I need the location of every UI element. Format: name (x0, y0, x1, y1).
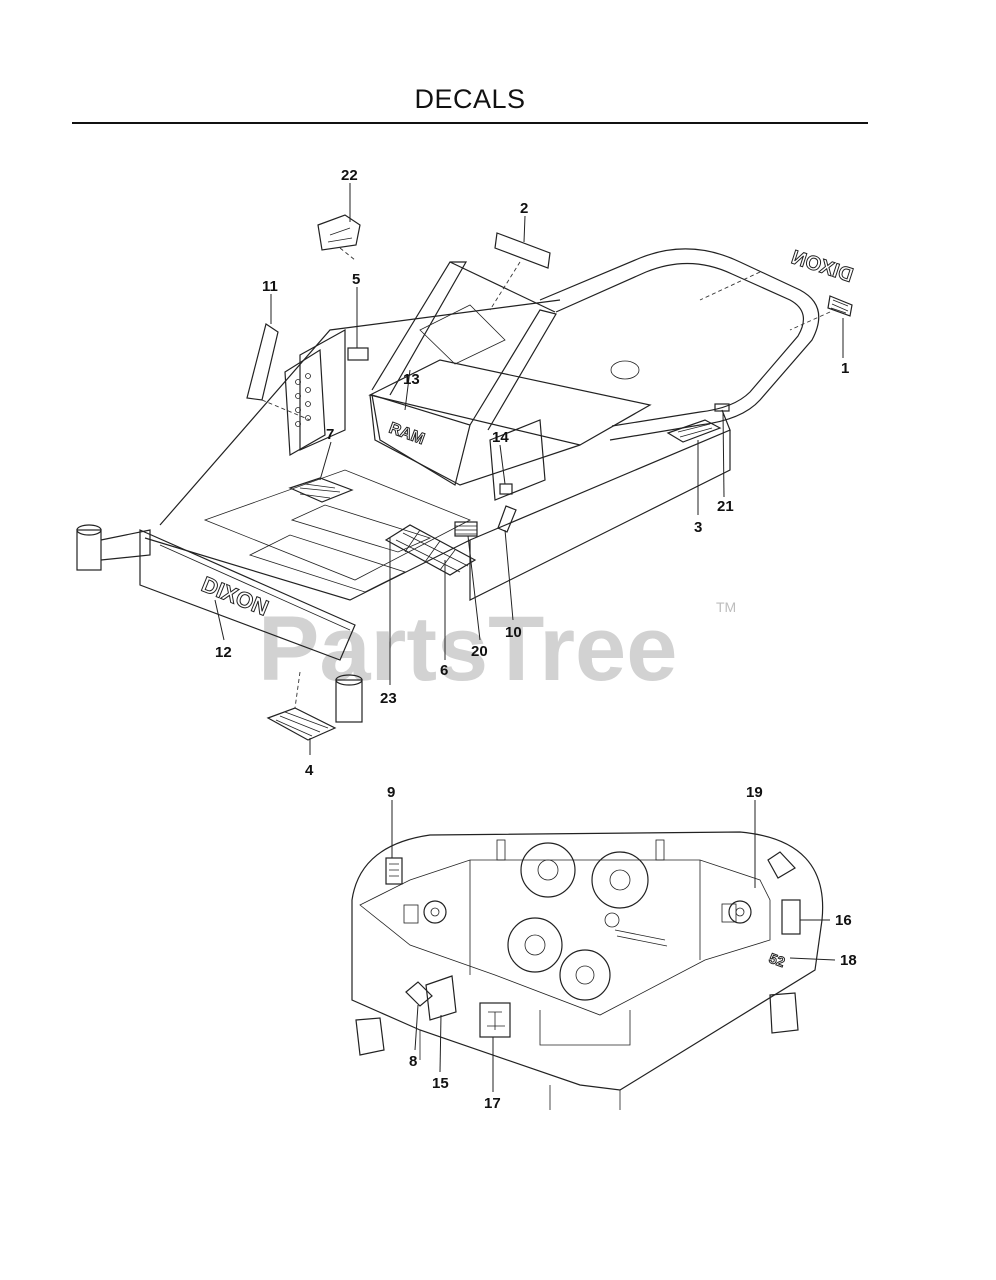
callout-3: 3 (694, 519, 702, 536)
decal-3-shape (666, 419, 722, 443)
callout-21: 21 (717, 498, 734, 515)
decal-21-shape (714, 403, 730, 412)
callout-11: 11 (262, 278, 278, 295)
decal-5-shape (347, 347, 369, 361)
callout-18: 18 (840, 952, 857, 969)
leader-lines (214, 183, 844, 1092)
decal-8-shape (405, 981, 433, 1007)
watermark-text: PartsTree (258, 598, 677, 700)
decal-11-shape (246, 323, 279, 401)
callout-20: 20 (471, 643, 488, 660)
callout-6: 6 (440, 662, 448, 679)
fender-holes (295, 373, 311, 427)
mower-deck (351, 831, 824, 1110)
callout-numbers: 1 2 3 4 5 6 7 8 9 10 11 12 13 14 15 16 1… (215, 167, 857, 1112)
decal-2-shape (494, 232, 551, 269)
callout-17: 17 (484, 1095, 501, 1112)
callout-8: 8 (409, 1053, 417, 1070)
decal-1-shape (827, 295, 853, 317)
decal-6-shape (384, 524, 477, 576)
callout-14: 14 (492, 429, 509, 446)
callout-1: 1 (841, 360, 849, 377)
callout-22: 22 (341, 167, 358, 184)
decal-10-shape (497, 505, 517, 533)
callout-4: 4 (305, 762, 314, 779)
decal-20-shape (454, 521, 478, 537)
callout-2: 2 (520, 200, 528, 217)
watermark-tm: TM (716, 599, 736, 615)
decal-15-shape (425, 975, 457, 1021)
dixon-mirror-text: DIXON (789, 246, 856, 286)
decal-17-shape (479, 1002, 511, 1038)
callout-12: 12 (215, 644, 232, 661)
ram-decal-text: RAM (387, 420, 427, 448)
callout-9: 9 (387, 784, 395, 801)
decal-16-shape (781, 899, 801, 935)
callout-5: 5 (352, 271, 360, 288)
decal-7-shape (288, 477, 354, 503)
callout-10: 10 (505, 624, 522, 641)
decal-9-shape (385, 857, 403, 885)
callout-19: 19 (746, 784, 763, 801)
callout-13: 13 (403, 371, 420, 388)
callout-15: 15 (432, 1075, 449, 1092)
deck-size-text: 52 (767, 950, 787, 970)
title-rule (72, 122, 868, 124)
reference-lines (261, 247, 831, 709)
page-title: DECALS (414, 84, 526, 114)
callout-23: 23 (380, 690, 397, 707)
decal-14-shape (499, 483, 513, 495)
decal-19-shape (767, 851, 796, 879)
decal-4-shape (266, 707, 337, 741)
callout-7: 7 (326, 426, 334, 443)
decal-22-shape (317, 214, 361, 251)
callout-16: 16 (835, 912, 852, 929)
lower-decals: 52 (385, 851, 801, 1038)
